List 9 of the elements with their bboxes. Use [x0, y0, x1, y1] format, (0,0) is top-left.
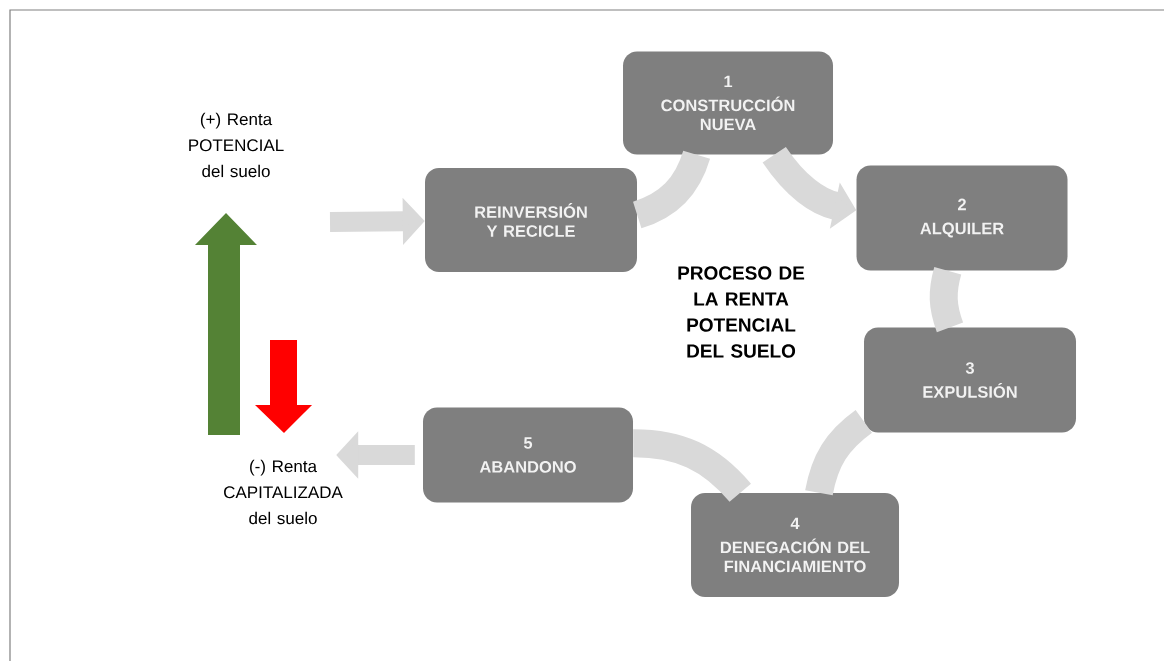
text-label: (+) Renta POTENCIAL del suelo [189, 112, 284, 178]
process-box: 3 EXPULSIÓN [864, 327, 1076, 433]
text-label: (-) Renta CAPITALIZADA del suelo [224, 459, 343, 525]
process-box: 4 DENEGACIÓN DEL FINANCIAMIENTO [691, 493, 899, 597]
process-box: 1 CONSTRUCCIÓN NUEVA [623, 51, 833, 155]
diagram-title: PROCESO DE LA RENTA POTENCIAL DEL SUELO [678, 266, 805, 358]
process-box: REINVERSIÓN Y RECICLE [425, 168, 637, 272]
process-box: 5 ABANDONO [423, 407, 633, 503]
process-box: 2 ALQUILER [856, 165, 1068, 271]
